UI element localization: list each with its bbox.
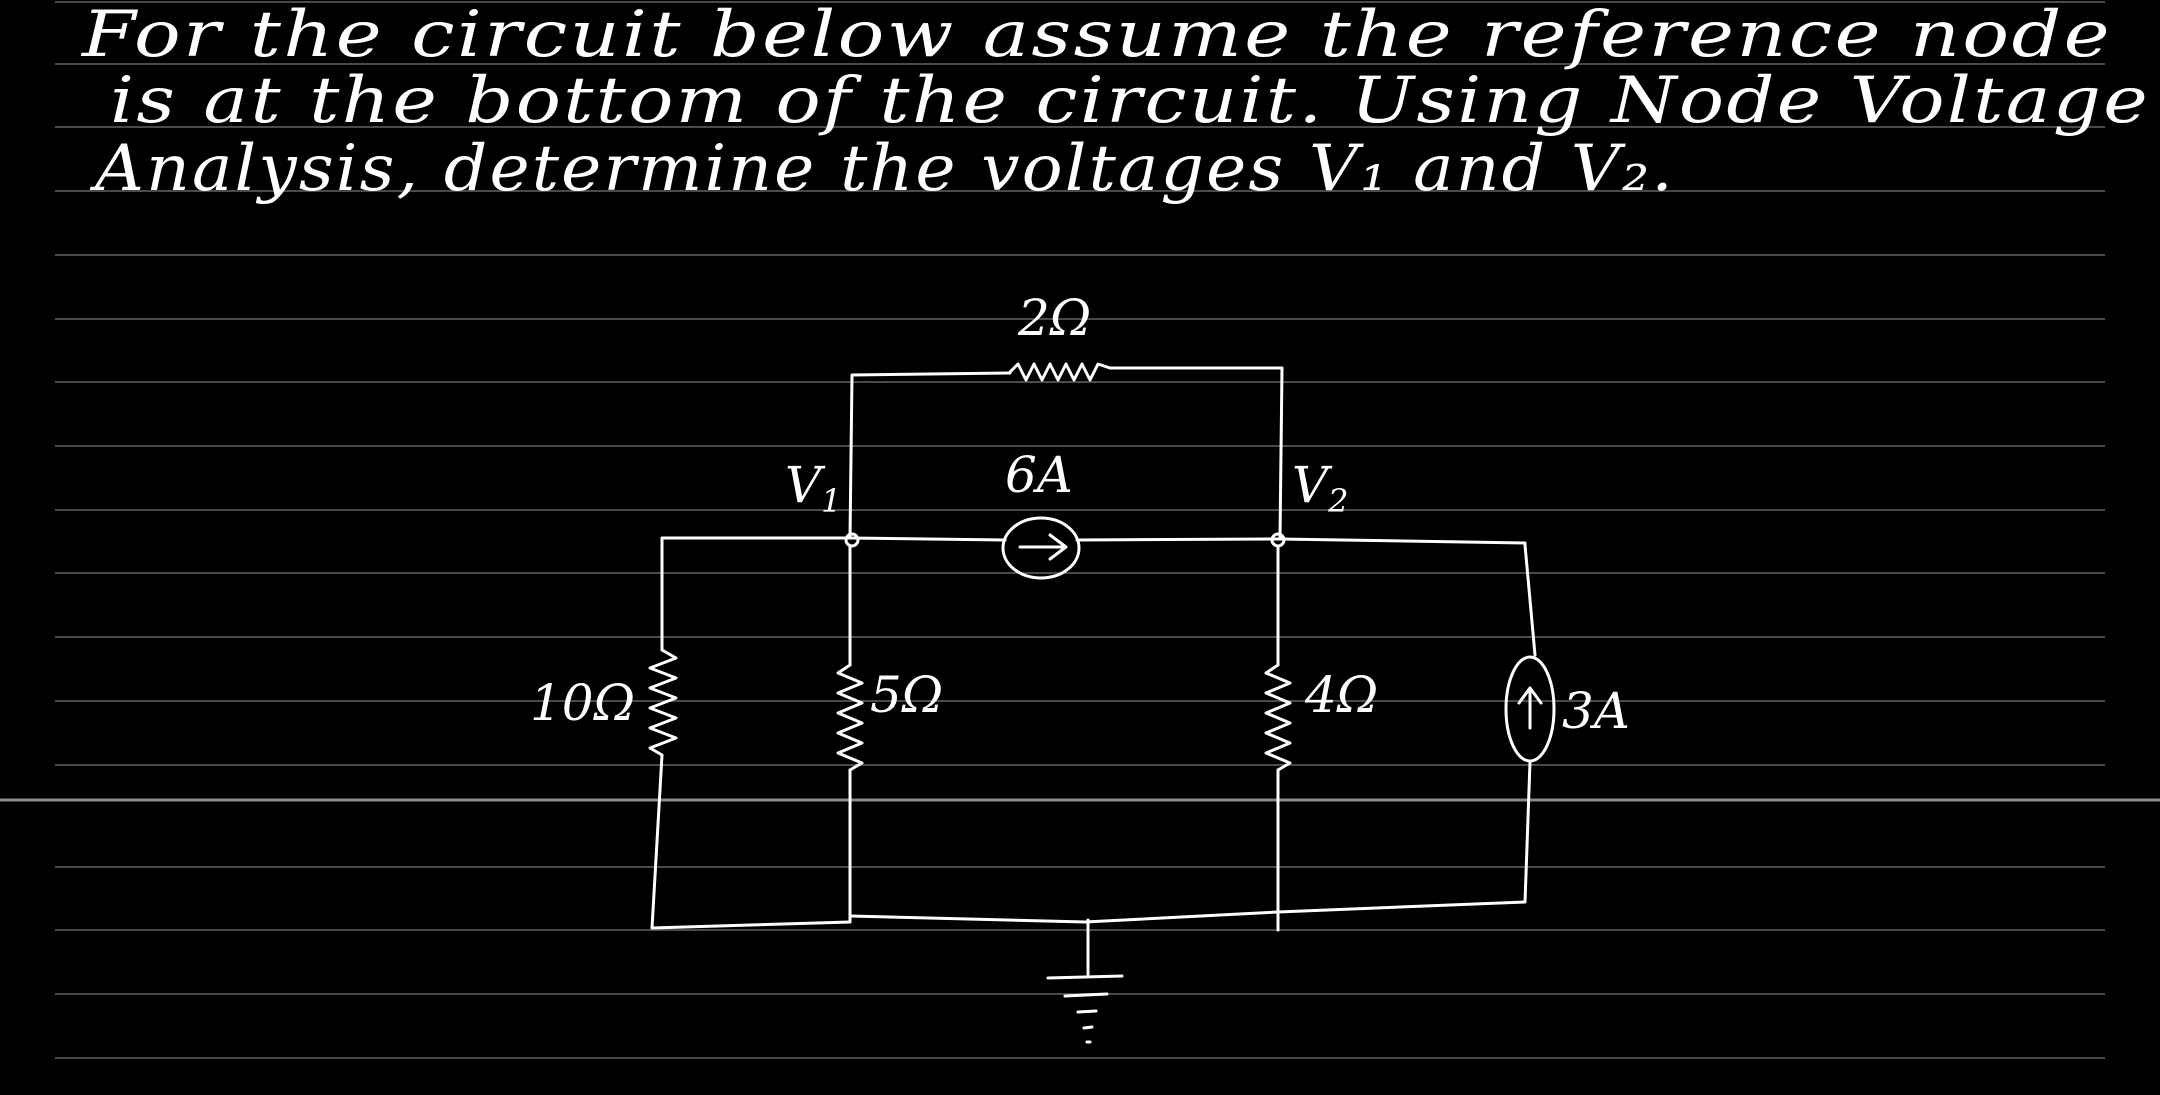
node-v2-label: V2 bbox=[1292, 456, 1348, 520]
node-v1-label: V1 bbox=[785, 456, 841, 520]
problem-statement: For the circuit below assume the referen… bbox=[81, 0, 2150, 206]
resistor-5-label: 5Ω bbox=[870, 666, 943, 724]
current-source-3a-label: 3A bbox=[1562, 682, 1630, 740]
left-branch-wire bbox=[650, 536, 852, 930]
problem-line-1: For the circuit below assume the referen… bbox=[81, 0, 2112, 72]
current-source-3a bbox=[1504, 655, 1556, 763]
problem-line-3: Analysis, determine the voltages V₁ and … bbox=[90, 132, 1675, 206]
top-branch-wire bbox=[848, 366, 1284, 540]
resistor-10-zigzag bbox=[648, 648, 678, 757]
resistor-5-zigzag bbox=[836, 663, 864, 772]
resistor-top-label: 2Ω bbox=[1017, 289, 1091, 347]
main-horizontal-wire bbox=[660, 536, 1527, 547]
node-dot-v1 bbox=[844, 532, 860, 548]
resistor-4-label: 4Ω bbox=[1304, 666, 1378, 724]
arrow-right-icon bbox=[1018, 533, 1068, 561]
problem-line-2: is at the bottom of the circuit. Using N… bbox=[110, 64, 2150, 138]
circuit-diagram: 2Ω 6A V1 V2 10Ω 5Ω 4Ω 3A bbox=[530, 289, 1630, 1044]
resistor-top-zigzag bbox=[1008, 362, 1112, 382]
ground-icon bbox=[1046, 918, 1124, 1044]
resistor-10-label: 10Ω bbox=[530, 674, 635, 732]
resistor-4-zigzag bbox=[1264, 663, 1292, 772]
current-source-6a-label: 6A bbox=[1005, 446, 1073, 504]
arrow-up-icon bbox=[1517, 686, 1543, 730]
bottom-wire bbox=[848, 900, 1527, 924]
current-source-6a bbox=[1001, 516, 1081, 580]
right-branch-wire bbox=[1523, 543, 1537, 904]
